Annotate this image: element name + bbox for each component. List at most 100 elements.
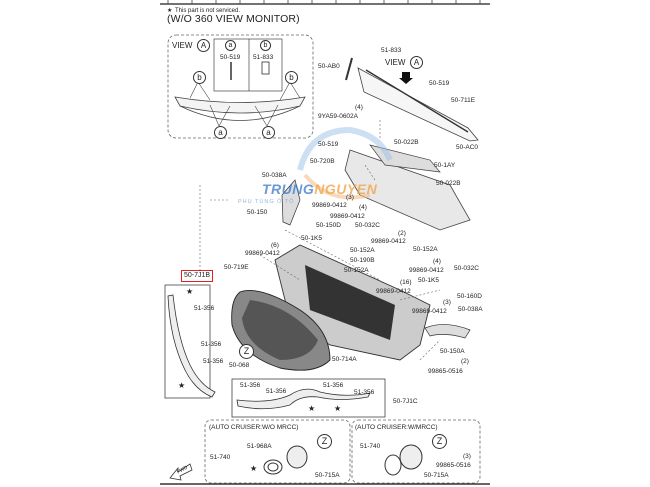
callout-a: a <box>214 126 227 139</box>
part-label: 50-152A <box>344 267 369 274</box>
qty-label: (3) <box>346 194 354 201</box>
qty-label: (3) <box>463 453 471 460</box>
part-label: 99869-0412 <box>245 250 280 257</box>
part-label: 51-833 <box>381 47 402 54</box>
view-z-circle: Z <box>432 434 447 449</box>
view-z-circle: Z <box>317 434 332 449</box>
part-label: 50-519 <box>318 141 339 148</box>
qty-label: (2) <box>461 358 469 365</box>
part-label: 50-AC0 <box>456 144 479 151</box>
part-label: 99869-0412 <box>376 288 411 295</box>
highlighted-part-50-7j1b[interactable]: 50-7J1B <box>181 270 214 282</box>
view-z-circle: Z <box>239 344 254 359</box>
key-b-part: 51-833 <box>253 54 274 61</box>
view-a-label: VIEW <box>172 41 193 50</box>
upper-garnish-50-711e <box>357 67 479 142</box>
part-label: 9YA59-0602A <box>318 113 358 120</box>
diagram-title: (W/O 360 VIEW MONITOR) <box>167 13 300 25</box>
part-label: 50-150 <box>247 209 268 216</box>
qty-label: (16) <box>400 279 412 286</box>
molding-50-7j1c-box <box>231 378 386 418</box>
view-a-inset-border <box>167 34 314 139</box>
part-label: 50-715A <box>315 472 340 479</box>
watermark-subtitle: PHỤ TÙNG Ô TÔ <box>238 199 295 205</box>
view-a-label: VIEW <box>385 58 406 67</box>
not-serviced-note: This part is not serviced. <box>175 8 241 14</box>
part-label: 50-7J1C <box>393 398 418 405</box>
part-label: 51-740 <box>210 454 231 461</box>
part-label: 51-356 <box>266 388 287 395</box>
star-icon: ★ <box>250 464 258 473</box>
part-label: 50-032C <box>454 265 479 272</box>
part-label: 99869-0412 <box>412 308 447 315</box>
view-a-circle: A <box>410 56 423 69</box>
part-label: 50-068 <box>229 362 250 369</box>
part-label: 99865-0516 <box>436 462 471 469</box>
part-label: 51-356 <box>203 358 224 365</box>
note-star-icon: ★ <box>167 8 173 14</box>
fwd-arrow <box>169 463 193 481</box>
watermark-brand-a: TRUNG <box>262 181 315 197</box>
part-label: 99869-0412 <box>409 267 444 274</box>
part-label: 50-038A <box>458 306 483 313</box>
star-icon: ★ <box>186 287 194 296</box>
section-title-wo-mrcc: (AUTO CRUISER:W/O MRCC) <box>209 424 299 431</box>
part-label: 51-356 <box>240 382 261 389</box>
key-b: b <box>260 40 271 51</box>
callout-a: a <box>262 126 275 139</box>
part-label: 50-150D <box>316 222 341 229</box>
upper-shroud-50-720b <box>344 149 471 231</box>
part-label: 50-038A <box>262 172 287 179</box>
part-label: 50-022B <box>436 180 461 187</box>
qty-label: (3) <box>443 299 451 306</box>
part-label: 50-190B <box>350 257 375 264</box>
part-label: 99865-0516 <box>428 368 463 375</box>
part-label: 50-715A <box>424 472 449 479</box>
part-label: 51-356 <box>323 382 344 389</box>
part-label: 50-719E <box>224 264 249 271</box>
qty-label: (2) <box>398 230 406 237</box>
star-icon: ★ <box>178 381 186 390</box>
key-a-part: 50-519 <box>220 54 241 61</box>
part-label: 51-968A <box>247 443 272 450</box>
part-label: 51-356 <box>201 341 222 348</box>
qty-label: (6) <box>271 242 279 249</box>
part-label: 50-720B <box>310 158 335 165</box>
star-icon: ★ <box>308 404 316 413</box>
star-icon: ★ <box>334 404 342 413</box>
part-label: 50-519 <box>429 80 450 87</box>
part-label: 99869-0412 <box>371 238 406 245</box>
watermark-brand-b: NGUYEN <box>314 181 378 197</box>
wo-mrcc-box <box>204 419 351 484</box>
part-label: 50-160D <box>457 293 482 300</box>
w-mrcc-box <box>351 419 481 484</box>
part-label: 99869-0412 <box>312 202 347 209</box>
callout-b: b <box>285 71 298 84</box>
part-label: 99869-0412 <box>330 213 365 220</box>
part-label: 51-356 <box>354 389 375 396</box>
molding-50-7j1b-box <box>164 284 211 399</box>
part-label: 50-1K5 <box>418 277 439 284</box>
section-title-w-mrcc: (AUTO CRUISER:W/MRCC) <box>355 424 438 431</box>
part-label: 50-022B <box>394 139 419 146</box>
part-label: 50-152A <box>350 247 375 254</box>
part-label: 50-714A <box>332 356 357 363</box>
qty-label: (4) <box>355 104 363 111</box>
part-label: 51-356 <box>194 305 215 312</box>
part-label: 50-AB0 <box>318 63 340 70</box>
callout-b: b <box>193 71 206 84</box>
key-a: a <box>225 40 236 51</box>
view-a-circle: A <box>197 39 210 52</box>
part-label: 51-740 <box>360 443 381 450</box>
part-label: 50-1K5 <box>301 235 322 242</box>
watermark-logo: TRUNGNGUYEN <box>262 181 377 197</box>
part-label: 50-1AY <box>434 162 456 169</box>
part-label: 50-152A <box>413 246 438 253</box>
part-label: 50-032C <box>355 222 380 229</box>
part-label: 50-711E <box>451 97 476 104</box>
qty-label: (4) <box>433 258 441 265</box>
top-ruler <box>160 0 490 5</box>
part-label: 50-150A <box>440 348 465 355</box>
